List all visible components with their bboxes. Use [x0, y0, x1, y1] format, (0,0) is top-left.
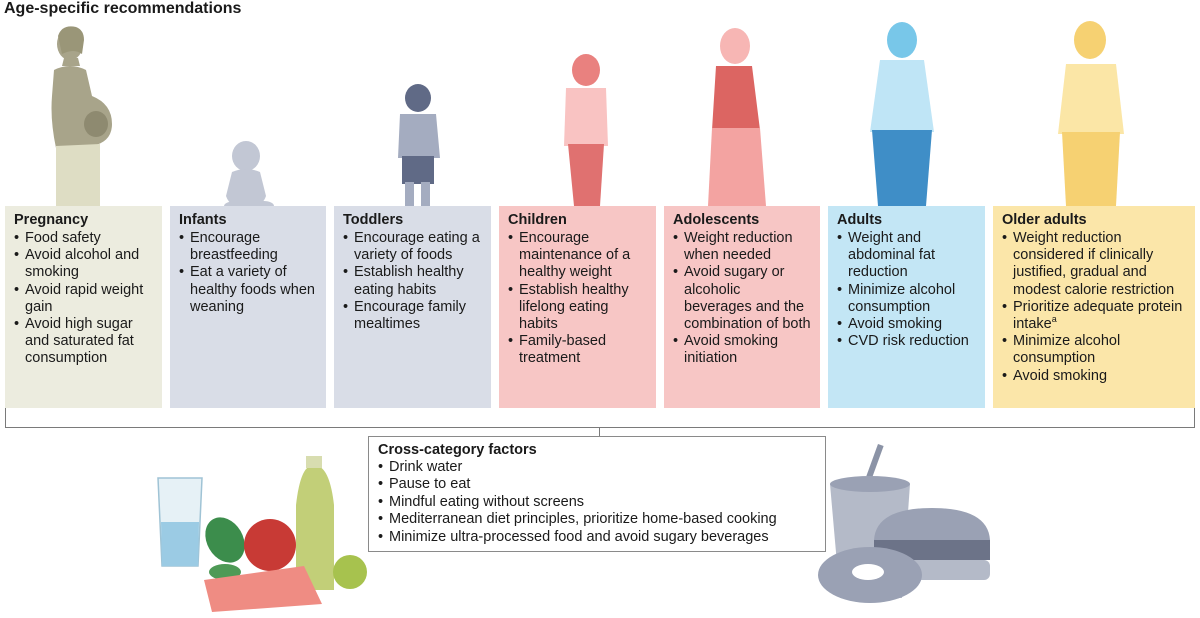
list-item: Avoid alcohol and smoking	[14, 247, 154, 281]
list-item: Avoid sugary or alcoholic beverages and …	[673, 264, 812, 333]
cross-category-title: Cross-category factors	[378, 442, 537, 458]
list-item-text: Prioritize adequate protein intake	[1013, 298, 1183, 333]
infant-icon	[224, 141, 274, 211]
panel-adults: Adults Weight and abdominal fat reductio…	[828, 206, 985, 408]
list-item: Establish healthy lifelong eating habits	[508, 282, 648, 334]
list-item: Avoid high sugar and saturated fat consu…	[14, 316, 154, 368]
list-item: Minimize ultra-processed food and avoid …	[378, 529, 825, 547]
older-adult-icon	[1058, 21, 1124, 206]
list-item: Avoid smoking	[1002, 368, 1187, 385]
list-item: Mediterranean diet principles, prioritiz…	[378, 511, 825, 529]
panel-title: Adolescents	[673, 212, 760, 228]
panel-title: Children	[508, 212, 567, 228]
footnote-marker: a	[1051, 314, 1057, 325]
panel-title: Toddlers	[343, 212, 404, 228]
list-item: Encourage family mealtimes	[343, 299, 483, 333]
pregnant-woman-icon	[51, 26, 112, 206]
list-item: Avoid smoking initiation	[673, 333, 812, 367]
adolescent-icon	[708, 28, 766, 206]
list-item: Drink water	[378, 459, 825, 477]
list-item: Encourage breastfeeding	[179, 230, 318, 264]
panels-bracket	[5, 408, 1195, 428]
panel-children: Children Encourage maintenance of a heal…	[499, 206, 656, 408]
recommendation-list: Weight reduction considered if clinicall…	[1002, 230, 1187, 385]
list-item: Avoid rapid weight gain	[14, 282, 154, 316]
list-item: Family-based treatment	[508, 333, 648, 367]
panel-infants: Infants Encourage breastfeeding Eat a va…	[170, 206, 326, 408]
list-item: Encourage eating a variety of foods	[343, 230, 483, 264]
list-item: Weight reduction when needed	[673, 230, 812, 264]
list-item: Minimize alcohol consumption	[1002, 333, 1187, 367]
recommendation-list: Encourage eating a variety of foods Esta…	[343, 230, 483, 333]
list-item: Weight reduction considered if clinicall…	[1002, 230, 1187, 299]
list-item: Prioritize adequate protein intakea	[1002, 299, 1187, 333]
cross-category-list: Drink water Pause to eat Mindful eating …	[378, 459, 825, 546]
panel-older-adults: Older adults Weight reduction considered…	[993, 206, 1195, 408]
recommendation-list: Encourage breastfeeding Eat a variety of…	[179, 230, 318, 316]
healthy-food-icon	[157, 456, 367, 612]
recommendation-list: Weight reduction when needed Avoid sugar…	[673, 230, 812, 368]
list-item: Encourage maintenance of a healthy weigh…	[508, 230, 648, 282]
panel-title: Infants	[179, 212, 227, 228]
list-item: Minimize alcohol consumption	[837, 282, 977, 316]
cross-category-box: Cross-category factors Drink water Pause…	[368, 436, 826, 552]
page-title: Age-specific recommendations	[4, 0, 242, 17]
panel-title: Older adults	[1002, 212, 1087, 228]
recommendation-list: Weight and abdominal fat reduction Minim…	[837, 230, 977, 351]
panel-title: Adults	[837, 212, 883, 228]
processed-food-icon	[818, 443, 990, 603]
panel-toddlers: Toddlers Encourage eating a variety of f…	[334, 206, 491, 408]
panel-title: Pregnancy	[14, 212, 89, 228]
panel-pregnancy: Pregnancy Food safety Avoid alcohol and …	[5, 206, 162, 408]
list-item: Eat a variety of healthy foods when wean…	[179, 264, 318, 316]
list-item: Mindful eating without screens	[378, 494, 825, 512]
child-icon	[564, 54, 608, 206]
recommendation-list: Encourage maintenance of a healthy weigh…	[508, 230, 648, 368]
list-item: CVD risk reduction	[837, 333, 977, 350]
list-item: Establish healthy eating habits	[343, 264, 483, 298]
panel-adolescents: Adolescents Weight reduction when needed…	[664, 206, 820, 408]
bracket-connector	[599, 427, 601, 436]
list-item: Weight and abdominal fat reduction	[837, 230, 977, 282]
recommendation-list: Food safety Avoid alcohol and smoking Av…	[14, 230, 154, 368]
list-item: Avoid smoking	[837, 316, 977, 333]
toddler-icon	[398, 84, 440, 206]
list-item: Food safety	[14, 230, 154, 247]
list-item: Pause to eat	[378, 476, 825, 494]
adult-icon	[870, 22, 934, 206]
